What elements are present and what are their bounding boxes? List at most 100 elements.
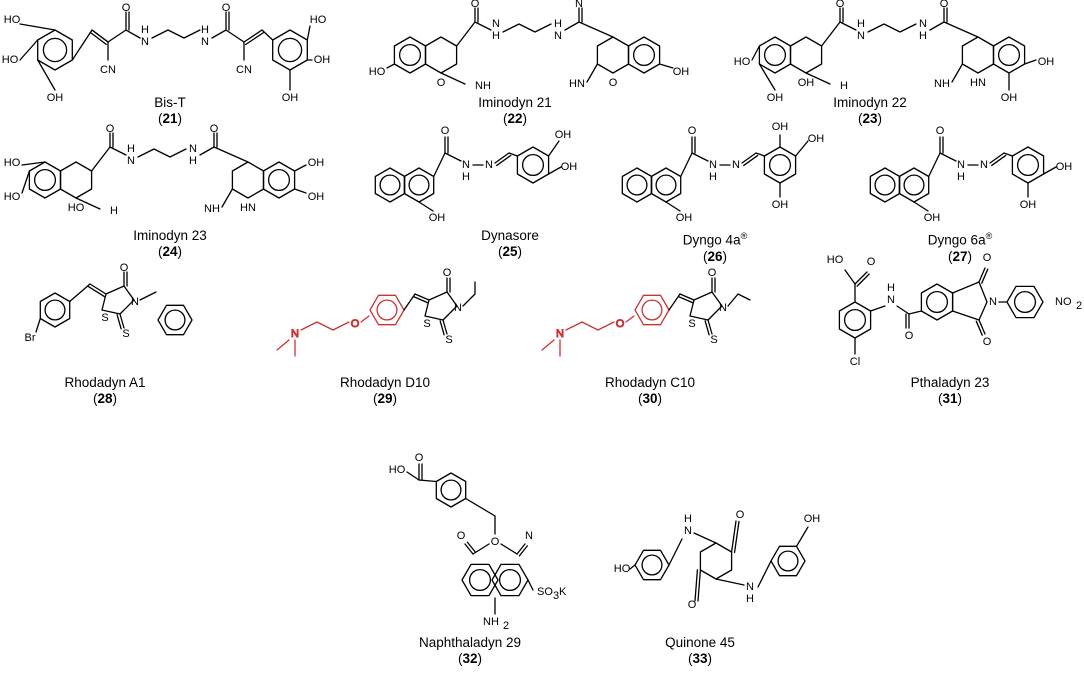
atom-label: O [867,256,876,268]
bond [300,321,350,331]
bond [730,520,737,553]
aromatic-circle [1016,153,1040,177]
atom-label: O [616,318,625,330]
bond [1023,59,1037,65]
bond [908,310,923,315]
bond [978,319,986,335]
bond [755,152,766,157]
atom-label: H [887,282,895,294]
compound-number: 25 [430,244,590,260]
atom-label: N [887,294,895,306]
compound-name: Iminodyn 22 [833,95,907,110]
compound-number: 32 [390,651,550,667]
bond [119,313,125,329]
compound-number: 26 [635,249,795,265]
atom-label: H [189,155,197,167]
atom-label: N [575,0,583,10]
bond [913,201,929,212]
atom-label: N [957,159,965,171]
bond [547,166,562,175]
atom-label: N [709,159,717,171]
atom-label: N [554,30,562,42]
bond [1003,152,1014,157]
atom-label: S [122,328,129,340]
compound-number: 28 [25,391,185,407]
atom-label: NH [483,616,499,628]
aromatic-circle [641,299,663,321]
atom-label: S [101,312,108,324]
bond [896,305,910,315]
bond [90,146,111,172]
bond [360,315,370,323]
bond [199,146,215,156]
atom-label: 2 [503,620,509,632]
atom-label: N [857,30,865,42]
left-pyran-ring [59,161,93,199]
left-pyran-ring [424,36,458,74]
aromatic-circle [408,174,430,196]
atom-label: O [210,123,219,135]
bond [89,31,107,46]
bond [727,293,751,307]
aromatic-circle [277,37,303,63]
atom-label: HO [369,66,386,78]
atom-label: OH [673,66,690,78]
bond [516,543,526,555]
aromatic-circle [42,37,68,63]
atom-label: OH [308,191,325,203]
phenylene-ring [634,294,670,326]
atom-label: H [141,24,149,36]
bond [21,161,46,166]
bond [679,293,695,301]
bond [697,569,702,602]
atom-label: O [836,0,845,10]
bond [465,497,496,517]
atom-label: N [525,530,533,542]
atom-label: HN [569,78,585,90]
atom-label: OH [282,92,299,104]
right-pyran-ring [596,36,630,74]
bond [693,532,717,544]
atom-label: O [457,530,466,542]
atom-label: H [127,143,135,155]
atom-label: N [980,159,988,171]
compound-name: Dynasore [481,228,539,243]
quinone-ring [699,542,733,580]
compound-caption: Iminodyn 2122 [435,95,595,127]
aromatic-circle [440,479,462,501]
atom-label: O [983,252,992,264]
bond [578,21,614,38]
atom-label: H [709,171,717,183]
atom-label: NH [475,80,491,92]
atom-label: OH [1001,92,1018,104]
bond [733,520,740,554]
bond [464,543,474,555]
compound-caption: Naphthaladyn 2932 [390,635,550,667]
compound-caption: Rhodadyn A128 [25,375,185,407]
atom-label: OH [1020,199,1037,211]
compound-number: 29 [305,391,465,407]
bond [795,526,809,547]
thiazolidine-ring [101,285,135,315]
atom-label: S [710,334,717,346]
right-pyran-ring [961,36,995,74]
bond [757,560,772,588]
atom-label: HO [614,563,631,575]
bond [69,283,91,303]
bond [527,579,534,591]
aromatic-circle [376,299,398,321]
bond [418,201,434,212]
aromatic-circle [903,174,925,196]
atom-label: H [110,205,118,217]
atom-label: NO [1055,296,1072,308]
atom-label: O [708,267,717,279]
registered-mark: ® [985,231,993,241]
bond [293,164,307,172]
thiazolidine-ring [689,291,723,321]
compound-number: 24 [90,244,250,260]
atom-label: Br [25,332,36,344]
